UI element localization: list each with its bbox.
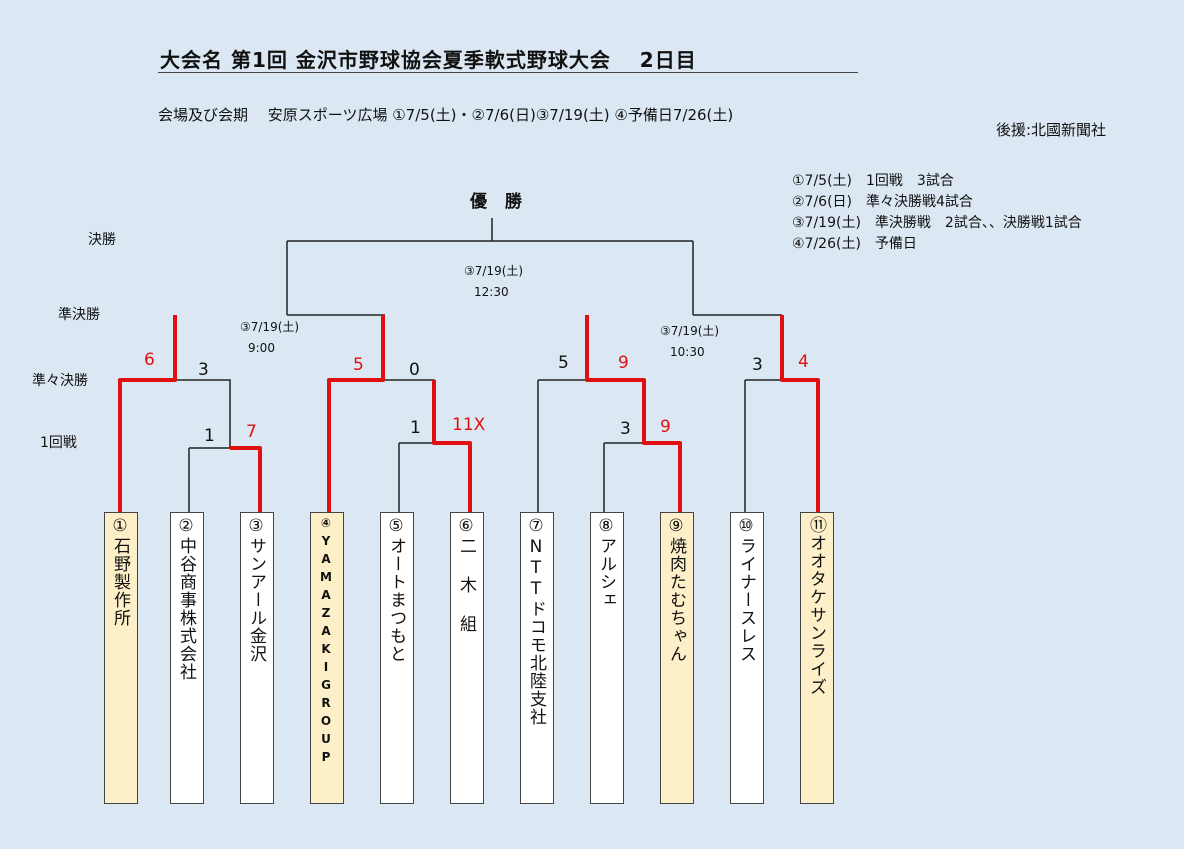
team-box-4: ④YAMAZAKIGROUP bbox=[310, 512, 344, 804]
team-name: ⑩ライナースレス bbox=[736, 516, 756, 663]
round-label-semi: 準決勝 bbox=[58, 307, 100, 323]
winner-path-9 bbox=[585, 315, 682, 513]
team-box-1: ①石野製作所 bbox=[104, 512, 138, 804]
score: 3 bbox=[198, 360, 209, 380]
score: 1 bbox=[410, 418, 421, 438]
team-name: ②中谷商事株式会社 bbox=[176, 516, 196, 681]
team-box-7: ⑦NTTドコモ北陸支社 bbox=[520, 512, 554, 804]
team-box-6: ⑥二 木 組 bbox=[450, 512, 484, 804]
score: 9 bbox=[660, 417, 671, 437]
score: 1 bbox=[204, 426, 215, 446]
semi-right-game-time: 10:30 bbox=[670, 345, 705, 359]
schedule-line: ①7/5(土) 1回戦 3試合 bbox=[792, 173, 954, 189]
champion-label: 優 勝 bbox=[470, 192, 528, 212]
team-name: ⑤オートまつもと bbox=[386, 516, 406, 663]
winner-path-3 bbox=[230, 446, 262, 513]
winner-path-6 bbox=[432, 380, 472, 513]
team-name: ③サンアール金沢 bbox=[246, 516, 266, 663]
score: 7 bbox=[246, 422, 257, 442]
team-box-3: ③サンアール金沢 bbox=[240, 512, 274, 804]
team-box-9: ⑨焼肉たむちゃん bbox=[660, 512, 694, 804]
score: 3 bbox=[752, 355, 763, 375]
score: 5 bbox=[353, 355, 364, 375]
sponsor-text: 後援:北國新聞社 bbox=[996, 121, 1107, 139]
team-name: ①石野製作所 bbox=[110, 516, 130, 627]
venue-and-dates: 会場及び会期 安原スポーツ広場 ①7/5(土)・②7/6(日)③7/19(土) … bbox=[158, 106, 734, 124]
team-name: ⑦NTTドコモ北陸支社 bbox=[526, 516, 546, 726]
semi-right-game-date: ③7/19(土) bbox=[660, 324, 720, 338]
score: 0 bbox=[409, 360, 420, 380]
bracket-line bbox=[175, 379, 231, 448]
bracket-line bbox=[383, 379, 435, 443]
bracket-lines-winner bbox=[118, 315, 820, 513]
team-name: ⑧アルシェ bbox=[596, 516, 616, 609]
bracket-lines-normal bbox=[175, 218, 782, 513]
score: 3 bbox=[620, 419, 631, 439]
schedule-line: ④7/26(土) 予備日 bbox=[792, 236, 917, 252]
team-box-8: ⑧アルシェ bbox=[590, 512, 624, 804]
round-label-quarter: 準々決勝 bbox=[32, 373, 88, 389]
team-box-10: ⑩ライナースレス bbox=[730, 512, 764, 804]
team-name: ④YAMAZAKIGROUP bbox=[319, 516, 333, 768]
winner-path-1 bbox=[118, 315, 177, 513]
score: 6 bbox=[144, 350, 155, 370]
title-underline bbox=[158, 72, 858, 73]
score: 4 bbox=[798, 352, 809, 372]
score: 5 bbox=[558, 353, 569, 373]
team-name: ⑪オオタケサンライズ bbox=[806, 516, 826, 696]
team-box-11: ⑪オオタケサンライズ bbox=[800, 512, 834, 804]
final-game-date: ③7/19(土) bbox=[464, 264, 524, 278]
page-title: 大会名 第1回 金沢市野球協会夏季軟式野球大会 2日目 bbox=[160, 48, 697, 72]
schedule-line: ②7/6(日) 準々決勝戦4試合 bbox=[792, 194, 973, 210]
winner-path-4 bbox=[327, 315, 385, 513]
schedule-line: ③7/19(土) 準決勝戦 2試合、、決勝戦1試合 bbox=[792, 215, 1082, 231]
winner-path-11 bbox=[780, 315, 820, 513]
team-name: ⑨焼肉たむちゃん bbox=[666, 516, 686, 663]
semi-left-game-date: ③7/19(土) bbox=[240, 320, 300, 334]
score: 9 bbox=[618, 353, 629, 373]
team-box-5: ⑤オートまつもと bbox=[380, 512, 414, 804]
score: 11X bbox=[452, 415, 486, 435]
round-label-final: 決勝 bbox=[88, 232, 116, 248]
final-game-time: 12:30 bbox=[474, 285, 509, 299]
semi-left-game-time: 9:00 bbox=[248, 341, 275, 355]
round-label-first: 1回戦 bbox=[40, 435, 77, 451]
team-box-2: ②中谷商事株式会社 bbox=[170, 512, 204, 804]
team-name: ⑥二 木 組 bbox=[456, 516, 476, 633]
